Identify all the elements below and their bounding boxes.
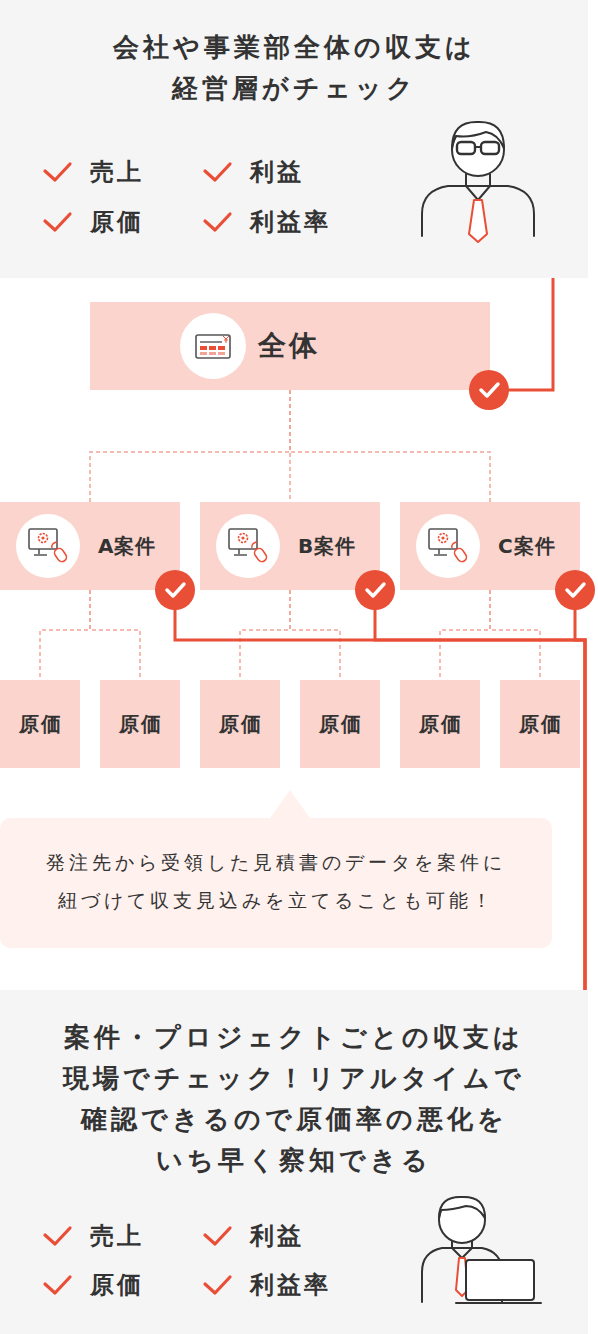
check-item: 利益 xyxy=(250,155,380,189)
tree-line xyxy=(440,590,490,680)
case-box: B案件 xyxy=(200,502,380,590)
case-box: C案件 xyxy=(400,502,580,590)
cost-box: 原価 xyxy=(400,680,480,768)
callout-text: 発注先から受領した見積書のデータを案件に 紐づけて収支見込みを立てることも可能！ xyxy=(26,843,526,919)
box-label: B案件 xyxy=(298,502,380,590)
total-box: 全体 xyxy=(90,302,490,390)
check-line xyxy=(490,278,553,390)
callout-outline xyxy=(0,790,552,948)
tree-line xyxy=(290,390,490,502)
tree-line xyxy=(240,590,290,680)
panel-heading: 会社や事業部全体の収支は 経営層がチェック xyxy=(104,27,484,109)
box-label: 原価 xyxy=(0,680,80,768)
check-item: 利益率 xyxy=(250,205,380,239)
tree-line xyxy=(90,390,290,502)
box-label: 原価 xyxy=(100,680,180,768)
tree-line xyxy=(290,590,340,680)
box-label: 原価 xyxy=(200,680,280,768)
tree-line xyxy=(40,590,90,680)
box-label: 原価 xyxy=(500,680,580,768)
check-item: 売上 xyxy=(90,155,200,189)
box-label: C案件 xyxy=(498,502,580,590)
check-badges xyxy=(155,370,595,610)
field-panel: 案件・プロジェクトごとの収支は 現場でチェック！リアルタイムで 確認できるので原… xyxy=(0,990,588,1334)
cost-box: 原価 xyxy=(500,680,580,768)
check-item: 売上 xyxy=(90,1219,200,1253)
tree-line xyxy=(289,390,291,502)
box-label: 原価 xyxy=(300,680,380,768)
panel-heading: 案件・プロジェクトごとの収支は 現場でチェック！リアルタイムで 確認できるので原… xyxy=(59,1017,529,1181)
box-label: 全体 xyxy=(258,302,458,390)
cost-box: 原価 xyxy=(100,680,180,768)
box-label: A案件 xyxy=(98,502,180,590)
box-label: 原価 xyxy=(400,680,480,768)
check-item: 利益 xyxy=(250,1219,380,1253)
cost-box: 原価 xyxy=(200,680,280,768)
tree-line xyxy=(90,590,140,680)
check-item: 原価 xyxy=(90,1268,200,1302)
tree-line xyxy=(490,590,540,680)
check-line xyxy=(575,590,585,990)
management-panel: 会社や事業部全体の収支は 経営層がチェック売上 利益原価 利益率 xyxy=(0,0,588,278)
case-box: A案件 xyxy=(0,502,180,590)
check-item: 原価 xyxy=(90,205,200,239)
check-item: 利益率 xyxy=(250,1268,380,1302)
cost-box: 原価 xyxy=(0,680,80,768)
cost-box: 原価 xyxy=(300,680,380,768)
callout-bubble: 発注先から受領した見積書のデータを案件に 紐づけて収支見込みを立てることも可能！ xyxy=(0,790,552,948)
